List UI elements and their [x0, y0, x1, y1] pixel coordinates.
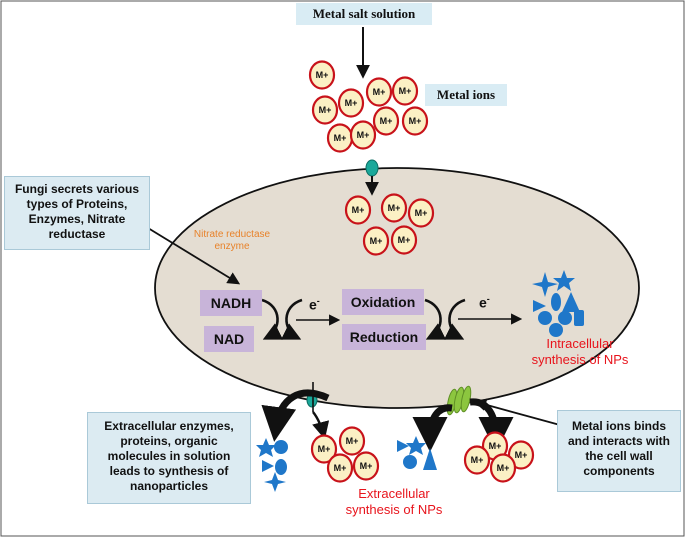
- ion-label: M+: [316, 70, 329, 80]
- svg-text:M+: M+: [346, 436, 359, 446]
- metal-ions-box: Metal ions: [425, 84, 507, 106]
- nitrate-reductase-label: Nitrate reductase enzyme: [193, 229, 271, 252]
- reduction-box: Reduction: [342, 324, 426, 350]
- fungi-secretes-callout: Fungi secrets various types of Proteins,…: [4, 176, 150, 250]
- svg-text:M+: M+: [357, 130, 370, 140]
- nanoparticles-extracellular-left: [256, 438, 288, 492]
- svg-text:M+: M+: [471, 455, 484, 465]
- svg-text:M+: M+: [352, 205, 365, 215]
- oxidation-box: Oxidation: [342, 289, 424, 315]
- fungi-secretes-label: Fungi secrets various types of Proteins,…: [14, 182, 140, 241]
- svg-text:M+: M+: [515, 450, 528, 460]
- redox-curve-right: [424, 298, 466, 340]
- oxidation-label: Oxidation: [350, 294, 416, 310]
- extracellular-label: Extracellular synthesis of NPs: [345, 486, 443, 517]
- metal-salt-solution-label: Metal salt solution: [312, 6, 416, 21]
- svg-text:M+: M+: [370, 236, 383, 246]
- svg-text:M+: M+: [415, 208, 428, 218]
- metal-ions-inside: M+ M+ M+ M+ M+: [344, 193, 435, 256]
- membrane-channel-top: [365, 159, 379, 177]
- fungal-cell: [154, 167, 640, 409]
- electron-label-1: e-: [309, 296, 320, 313]
- metal-ions-top: M+ M+ M+ M+ M+ M+ M+ M+ M+: [308, 60, 429, 153]
- svg-text:M+: M+: [334, 463, 347, 473]
- redox-curve-left: [261, 298, 303, 340]
- svg-text:M+: M+: [334, 133, 347, 143]
- nanoparticles-extracellular-right: [397, 436, 437, 470]
- extracellular-enzymes-label: Extracellular enzymes, proteins, organic…: [104, 419, 234, 493]
- cell-wall-callout: Metal ions binds and interacts with the …: [557, 410, 681, 492]
- cell-wall-label: Metal ions binds and interacts with the …: [567, 419, 671, 478]
- reduction-label: Reduction: [349, 329, 419, 345]
- nad-label: NAD: [213, 331, 245, 347]
- svg-text:M+: M+: [360, 461, 373, 471]
- svg-text:M+: M+: [373, 87, 386, 97]
- arrow-fungi-to-enzyme: [147, 227, 241, 285]
- metal-ions-extracellular-right: M+ M+ M+ M+: [463, 431, 535, 483]
- svg-text:M+: M+: [319, 105, 332, 115]
- svg-text:M+: M+: [497, 463, 510, 473]
- svg-text:M+: M+: [388, 203, 401, 213]
- svg-text:M+: M+: [318, 444, 331, 454]
- arrow-callout-to-wall: [473, 398, 561, 426]
- arrow-to-extracellular-ions: [312, 411, 330, 440]
- svg-text:M+: M+: [489, 441, 502, 451]
- svg-text:M+: M+: [398, 235, 411, 245]
- curved-arrow-wall-left: [412, 404, 453, 452]
- metal-ions-label: Metal ions: [436, 87, 496, 102]
- nadh-box: NADH: [200, 290, 262, 316]
- nanoparticles-intracellular: [532, 270, 584, 337]
- metal-ions-extracellular-left: M+ M+ M+ M+: [310, 426, 380, 483]
- extracellular-enzymes-callout: Extracellular enzymes, proteins, organic…: [87, 412, 251, 504]
- nad-box: NAD: [204, 326, 254, 352]
- svg-text:M+: M+: [380, 116, 393, 126]
- metal-salt-solution-box: Metal salt solution: [296, 3, 432, 25]
- electron-label-2: e-: [479, 294, 490, 311]
- curved-arrow-export-left: [261, 389, 330, 442]
- svg-text:M+: M+: [399, 86, 412, 96]
- svg-text:M+: M+: [345, 98, 358, 108]
- intracellular-label: Intracellular synthesis of NPs: [531, 336, 629, 367]
- nadh-label: NADH: [210, 295, 252, 311]
- svg-text:M+: M+: [409, 116, 422, 126]
